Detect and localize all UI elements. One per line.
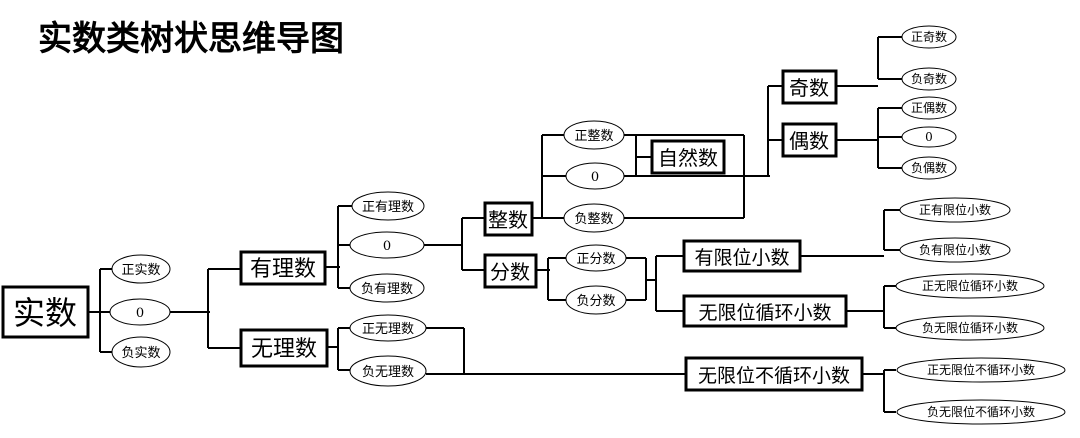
- ellipse-node-neg-integer: 负整数: [563, 203, 625, 233]
- node-label-nonrepeating-decimal: 无限位不循环小数: [698, 365, 850, 387]
- node-label-neg-integer: 负整数: [574, 212, 613, 227]
- box-node-irrational: 无理数: [239, 328, 329, 368]
- node-label-repeating-decimal: 无限位循环小数: [698, 302, 831, 324]
- ellipse-node-pos-rational: 正有理数: [351, 191, 425, 221]
- ellipse-node-pos-nonrepeating: 正无限位不循环小数: [896, 357, 1066, 383]
- node-label-pos-rational: 正有理数: [362, 200, 414, 215]
- node-label-neg-repeating: 负无限位循环小数: [922, 320, 1018, 335]
- node-label-neg-nonrepeating: 负无限位不循环小数: [927, 404, 1035, 419]
- node-label-even: 偶数: [789, 129, 829, 153]
- node-label-neg-fraction: 负分数: [576, 294, 615, 309]
- node-label-pos-even: 正偶数: [911, 100, 947, 115]
- box-node-odd: 奇数: [781, 69, 838, 105]
- node-label-zero-real: 0: [136, 306, 144, 321]
- box-node-nonrepeating-decimal: 无限位不循环小数: [684, 356, 864, 392]
- node-label-neg-odd: 负奇数: [911, 71, 947, 86]
- node-label-zero-rational: 0: [383, 239, 391, 254]
- node-label-pos-odd: 正奇数: [911, 29, 947, 44]
- ellipse-node-pos-odd: 正奇数: [901, 25, 957, 49]
- node-label-pos-fraction: 正分数: [576, 252, 615, 267]
- box-node-rational: 有理数: [239, 250, 327, 286]
- box-node-even: 偶数: [781, 122, 838, 158]
- ellipse-node-zero-integer: 0: [565, 162, 625, 190]
- node-label-pos-nonrepeating: 正无限位不循环小数: [927, 362, 1035, 377]
- ellipse-node-neg-finite: 负有限位小数: [899, 237, 1011, 263]
- ellipse-node-zero-rational: 0: [349, 231, 425, 259]
- node-label-irrational: 无理数: [251, 337, 317, 362]
- node-label-neg-real: 负实数: [121, 346, 160, 361]
- box-node-integer: 整数: [483, 201, 534, 237]
- node-label-natural: 自然数: [658, 146, 718, 170]
- ellipse-node-pos-fraction: 正分数: [565, 244, 627, 272]
- node-label-pos-irrational: 正无理数: [362, 322, 414, 337]
- node-label-finite-decimal: 有限位小数: [694, 247, 789, 269]
- ellipse-node-neg-real: 负实数: [111, 336, 171, 368]
- ellipse-node-pos-repeating: 正无限位循环小数: [895, 273, 1045, 299]
- node-label-real: 实数: [13, 294, 77, 332]
- box-node-real: 实数: [1, 285, 90, 339]
- ellipse-node-neg-even: 负偶数: [901, 156, 957, 180]
- ellipse-node-neg-rational: 负有理数: [349, 273, 425, 303]
- node-label-pos-repeating: 正无限位循环小数: [922, 278, 1018, 293]
- ellipse-node-neg-fraction: 负分数: [565, 285, 627, 315]
- node-label-pos-real: 正实数: [121, 263, 160, 278]
- node-label-fraction: 分数: [490, 260, 530, 284]
- box-node-finite-decimal: 有限位小数: [682, 239, 802, 273]
- ellipse-node-neg-nonrepeating: 负无限位不循环小数: [896, 399, 1066, 425]
- node-label-integer: 整数: [488, 208, 528, 232]
- ellipse-node-neg-irrational: 负无理数: [349, 355, 427, 387]
- node-label-pos-finite: 正有限位小数: [919, 202, 991, 217]
- ellipse-node-neg-odd: 负奇数: [901, 67, 957, 91]
- node-label-rational: 有理数: [250, 257, 316, 282]
- ellipse-node-pos-finite: 正有限位小数: [899, 197, 1011, 223]
- node-label-zero-integer: 0: [591, 170, 599, 185]
- node-label-zero-even: 0: [925, 130, 933, 144]
- ellipse-node-pos-irrational: 正无理数: [349, 314, 427, 342]
- connector-lines: [88, 36, 902, 413]
- box-node-natural: 自然数: [650, 139, 726, 175]
- node-label-odd: 奇数: [789, 76, 829, 100]
- box-node-repeating-decimal: 无限位循环小数: [682, 294, 848, 328]
- box-node-fraction: 分数: [483, 253, 538, 289]
- ellipse-node-pos-real: 正实数: [111, 254, 171, 284]
- ellipse-node-zero-even: 0: [901, 126, 957, 148]
- ellipse-node-pos-integer: 正整数: [563, 120, 625, 150]
- page-title: 实数类树状思维导图: [38, 19, 344, 59]
- node-label-neg-rational: 负有理数: [361, 282, 413, 297]
- node-label-neg-irrational: 负无理数: [362, 365, 414, 380]
- node-label-pos-integer: 正整数: [574, 129, 613, 144]
- node-label-neg-finite: 负有限位小数: [919, 242, 991, 257]
- ellipse-node-pos-even: 正偶数: [901, 96, 957, 120]
- ellipse-node-zero-real: 0: [109, 298, 171, 326]
- node-label-neg-even: 负偶数: [911, 160, 947, 175]
- ellipse-node-neg-repeating: 负无限位循环小数: [895, 315, 1045, 341]
